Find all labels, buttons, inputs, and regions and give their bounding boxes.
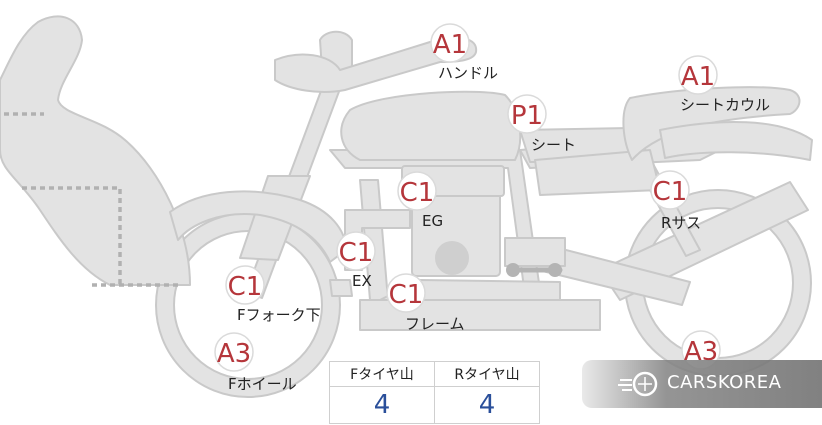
seat-cowl-shape (622, 86, 801, 161)
label-frame: フレーム (405, 315, 465, 333)
front-fairing-shape (0, 15, 191, 286)
front-tire-value: 4 (329, 386, 435, 424)
svg-text:C1: C1 (400, 178, 435, 208)
front-tire-header: Fタイヤ山 (329, 361, 435, 387)
label-seat: シート (531, 136, 577, 154)
label-front-wheel: Fホイール (228, 375, 297, 393)
watermark-text: CARSKOREA (667, 372, 782, 393)
label-rear-suspension: Rサス (661, 214, 702, 232)
badge-exhaust: C1 (336, 231, 376, 271)
badge-seat: P1 (507, 94, 547, 134)
tire-tread-table: Fタイヤ山 Rタイヤ山 4 4 (329, 361, 540, 424)
label-engine: EG (422, 212, 444, 230)
badge-seat-cowl: A1 (678, 55, 718, 95)
svg-text:C1: C1 (389, 280, 424, 310)
label-exhaust: EX (352, 272, 372, 290)
badge-front-wheel: A3 (214, 332, 254, 372)
rear-tire-header: Rタイヤ山 (434, 361, 540, 387)
rear-suspension-shape (599, 181, 809, 301)
svg-text:A1: A1 (681, 62, 715, 92)
svg-text:P1: P1 (511, 101, 543, 131)
carskorea-watermark: CARSKOREA (582, 360, 822, 408)
svg-text:C1: C1 (228, 272, 263, 302)
badge-engine: C1 (397, 171, 437, 211)
badge-handle: A1 (430, 23, 470, 63)
badge-frame: C1 (386, 273, 426, 313)
badge-front-fork: C1 (225, 265, 265, 305)
badge-rear-wheel: A3 (681, 330, 721, 370)
label-seat-cowl: シートカウル (680, 96, 771, 114)
carskorea-logo-icon (618, 371, 658, 397)
svg-text:A3: A3 (217, 339, 251, 369)
fuel-tank-shape (340, 90, 522, 161)
svg-text:C1: C1 (653, 177, 688, 207)
svg-text:C1: C1 (339, 238, 374, 268)
handlebar-shape (274, 36, 478, 93)
label-handle: ハンドル (438, 64, 499, 82)
svg-text:A1: A1 (433, 30, 467, 60)
label-front-fork: Fフォーク下 (237, 306, 321, 324)
badge-rear-suspension: C1 (650, 170, 690, 210)
rear-tire-value: 4 (434, 386, 540, 424)
